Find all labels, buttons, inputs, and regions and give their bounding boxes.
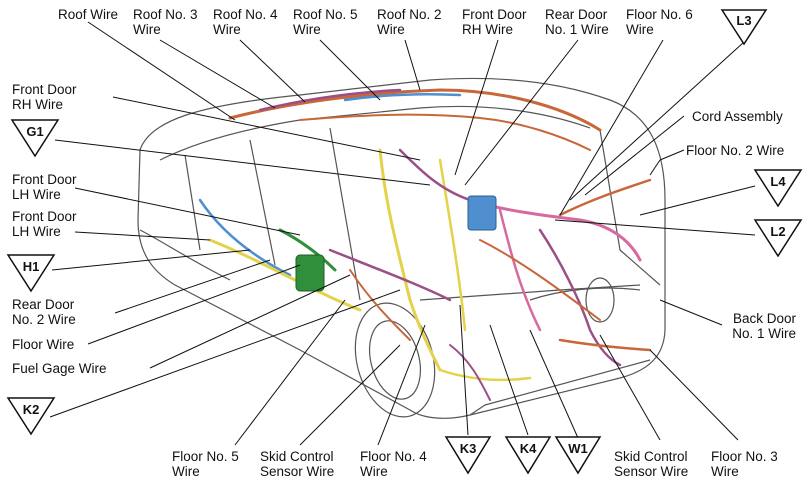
ground-label-l4: L4	[770, 174, 786, 189]
label-floor-no5-wire: Floor No. 5 Wire	[172, 449, 239, 479]
label-rear-door-no2-wire: Rear Door No. 2 Wire	[12, 297, 76, 327]
label-floor-no4-wire: Floor No. 4 Wire	[360, 449, 427, 479]
label-front-door-lh-wire-2: Front Door LH Wire	[12, 209, 77, 239]
label-cord-assembly: Cord Assembly	[692, 109, 783, 124]
ground-label-w1: W1	[568, 441, 588, 456]
label-skid-control-sensor-wire-1: Skid Control Sensor Wire	[260, 449, 335, 479]
ground-label-l3: L3	[736, 13, 751, 28]
leader-lines	[49, 21, 756, 446]
label-front-door-rh-wire-top: Front Door RH Wire	[462, 7, 527, 37]
ground-point-k2: K2	[6, 397, 56, 436]
label-roof-wire: Roof Wire	[58, 7, 119, 22]
center-floor-harness	[468, 178, 652, 367]
label-back-door-no1-wire: Back Door No. 1 Wire	[732, 311, 796, 341]
rear-floor-harness	[438, 338, 652, 401]
ground-point-l3: L3	[720, 9, 768, 46]
label-fuel-gage-wire: Fuel Gage Wire	[12, 361, 107, 376]
vehicle-body	[137, 77, 666, 419]
label-rear-door-no1-wire: Rear Door No. 1 Wire	[545, 7, 609, 37]
label-skid-control-sensor-wire-2: Skid Control Sensor Wire	[614, 449, 689, 479]
ground-label-k4: K4	[520, 441, 537, 456]
junction-block	[295, 195, 497, 292]
roof-harnesses	[228, 88, 602, 151]
label-front-door-lh-wire-1: Front Door LH Wire	[12, 172, 77, 202]
ground-label-h1: H1	[23, 259, 40, 274]
ground-label-k3: K3	[460, 441, 477, 456]
ground-point-k4: K4	[504, 436, 552, 475]
ground-point-w1: W1	[554, 436, 602, 475]
ground-label-l2: L2	[770, 224, 785, 239]
ground-point-l4: L4	[753, 169, 803, 208]
label-front-door-rh-wire-left: Front Door RH Wire	[12, 82, 77, 112]
door-harnesses	[198, 198, 452, 341]
label-floor-no6-wire: Floor No. 6 Wire	[626, 7, 693, 37]
label-roof-no2-wire: Roof No. 2 Wire	[377, 7, 442, 37]
ground-point-k3: K3	[444, 436, 492, 475]
ground-point-g1: G1	[10, 119, 60, 158]
label-floor-no3-wire: Floor No. 3 Wire	[711, 449, 778, 479]
label-roof-no3-wire: Roof No. 3 Wire	[133, 7, 198, 37]
ground-point-l2: L2	[753, 219, 803, 258]
label-floor-wire: Floor Wire	[12, 337, 75, 352]
pillar-harnesses	[378, 148, 472, 372]
label-floor-no2-wire: Floor No. 2 Wire	[686, 143, 785, 158]
ground-label-k2: K2	[23, 402, 40, 417]
label-roof-no4-wire: Roof No. 4 Wire	[213, 7, 278, 37]
label-roof-no5-wire: Roof No. 5 Wire	[293, 7, 358, 37]
ground-label-g1: G1	[26, 124, 43, 139]
ground-point-h1: H1	[6, 254, 56, 293]
